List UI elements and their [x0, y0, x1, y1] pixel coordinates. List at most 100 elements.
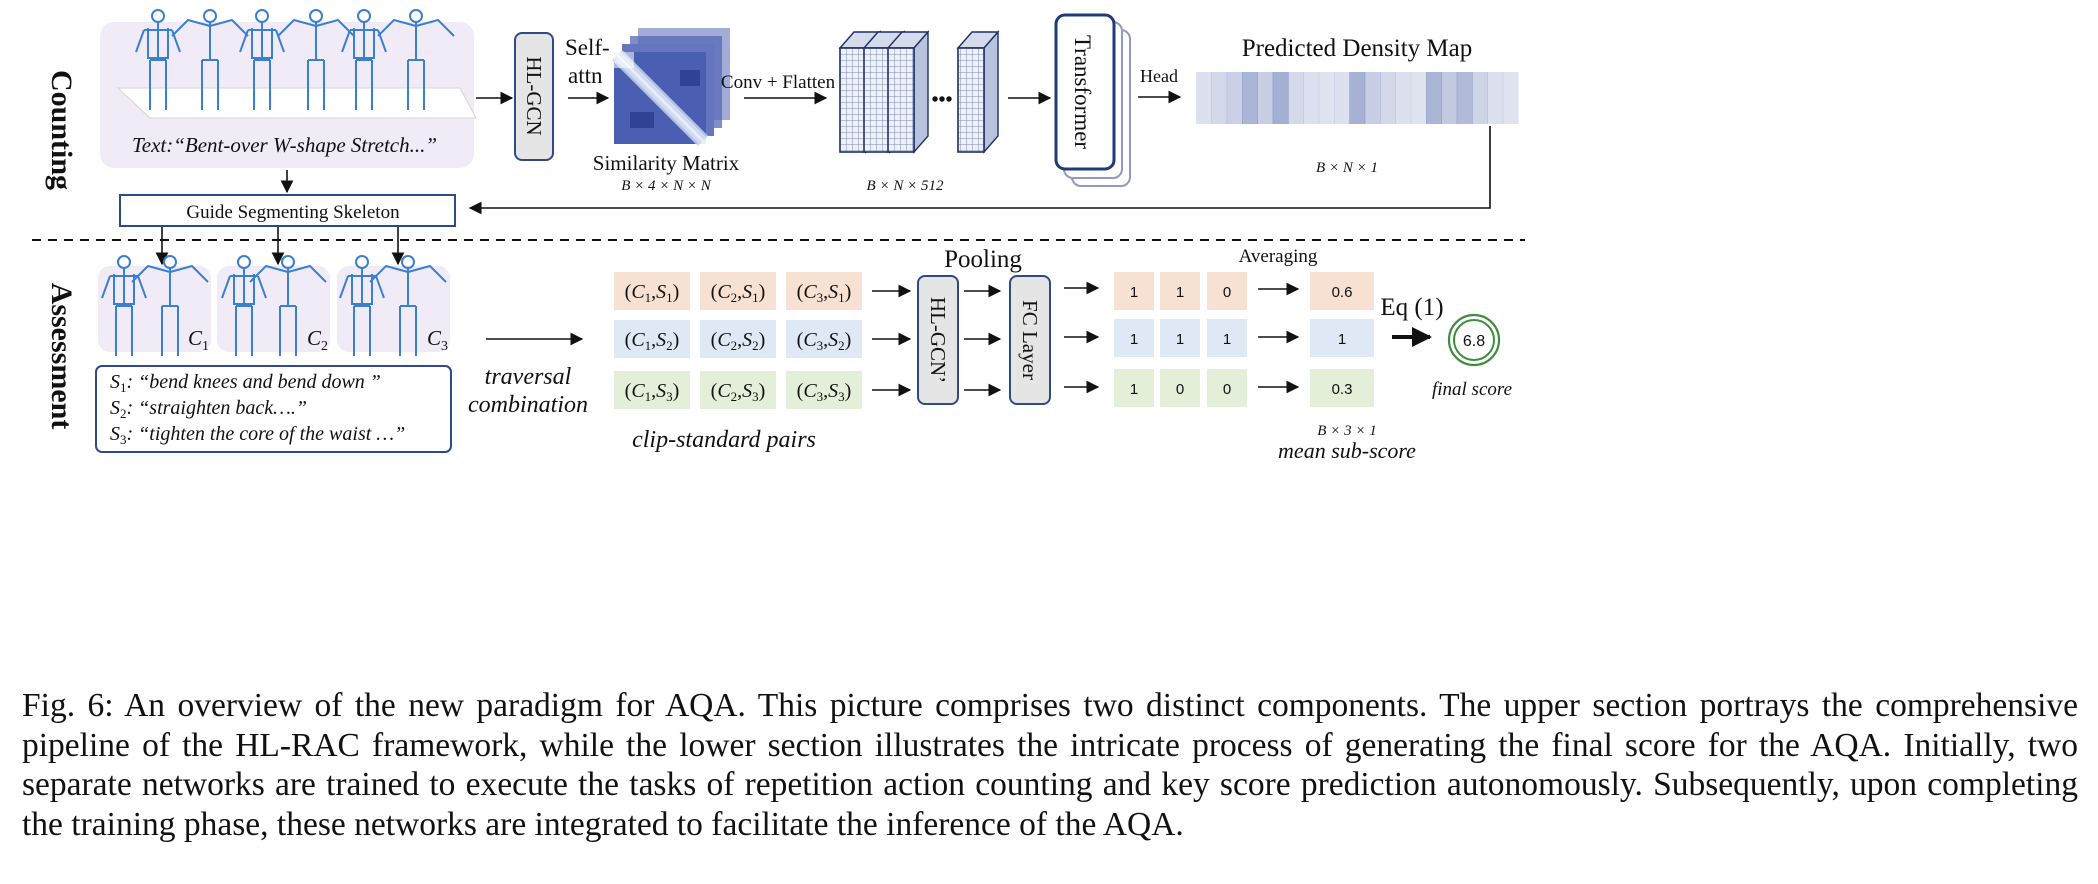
density-cell — [1272, 72, 1289, 124]
pair-cell — [786, 371, 862, 409]
density-cell — [1487, 72, 1504, 124]
clip-c2: C2 — [217, 255, 330, 357]
figure-caption: Fig. 6: An overview of the new paradigm … — [22, 687, 2078, 843]
final-score-value: 6.8 — [1463, 333, 1485, 350]
mean-score-cell — [1310, 369, 1374, 407]
self-attn-label-1: Self- — [565, 35, 610, 60]
similarity-label: Similarity Matrix — [593, 151, 740, 175]
feature-maps — [838, 30, 1000, 154]
binary-score-value: 0 — [1176, 381, 1184, 398]
density-cell — [1395, 72, 1412, 124]
similarity-dim: B × 4 × N × N — [621, 178, 712, 194]
density-cell — [1242, 72, 1258, 124]
traversal-label-2: combination — [468, 392, 588, 418]
pair-cell — [614, 320, 690, 358]
standard-s2-text: : “straighten back….” — [127, 397, 308, 419]
averaging-label: Averaging — [1239, 246, 1318, 267]
binary-score-cell — [1160, 272, 1200, 310]
clip-c1-sub: 1 — [202, 339, 209, 354]
density-title: Predicted Density Map — [1242, 35, 1473, 62]
standards-box: S1: “bend knees and bend down ” S2: “str… — [95, 365, 452, 453]
binary-score-value: 1 — [1176, 284, 1184, 301]
binary-score-cell — [1207, 319, 1247, 357]
density-cell — [1288, 72, 1304, 124]
self-attn-label-2: attn — [568, 63, 603, 88]
feature-ellipsis: ••• — [931, 89, 952, 111]
pair-cell — [700, 272, 776, 310]
density-cell — [1211, 72, 1228, 124]
binary-score-cell — [1207, 272, 1247, 310]
transformer-label: Transformer — [1070, 35, 1095, 149]
svg-text:C1: C1 — [188, 326, 209, 354]
pooling-label: Pooling — [944, 246, 1022, 273]
clip-c3-name: C — [427, 326, 442, 350]
similarity-matrix — [610, 28, 730, 148]
feature-dim: B × N × 512 — [867, 178, 944, 194]
binary-score-value: 1 — [1130, 381, 1138, 398]
svg-text:C2: C2 — [307, 326, 328, 354]
clip-c1: C1 — [98, 255, 211, 357]
binary-score-cell — [1114, 272, 1154, 310]
hlgcn-block: HL-GCN — [514, 32, 554, 161]
hlgcn2-block: HL-GCN’ — [917, 275, 959, 405]
text-prompt: Text:“Bent-over W-shape Stretch...” — [132, 133, 437, 157]
hlgcn-label: HL-GCN — [522, 56, 546, 135]
binary-score-value: 0 — [1223, 381, 1231, 398]
clip-standard-pairs-grid: (C1,S1)(C2,S1)(C3,S1)(C1,S2)(C2,S2)(C3,S… — [614, 272, 862, 409]
mean-score-value: 0.6 — [1332, 284, 1353, 301]
pair-label: (C2,S2) — [711, 329, 766, 353]
density-cell — [1502, 72, 1519, 124]
density-cell — [1303, 72, 1320, 124]
traversal-label-1: traversal — [485, 364, 572, 390]
density-cell — [1380, 72, 1396, 124]
standard-s3-text: : “tighten the core of the waist …” — [127, 423, 406, 445]
pair-label: (C1,S2) — [625, 329, 680, 353]
mean-score-cell — [1310, 272, 1374, 310]
pair-cell — [786, 272, 862, 310]
binary-score-cell — [1114, 369, 1154, 407]
density-cell — [1318, 72, 1335, 124]
hlgcn2-label: HL-GCN’ — [926, 297, 950, 383]
pair-label: (C3,S3) — [797, 380, 852, 404]
standard-s1-text: : “bend knees and bend down ” — [127, 371, 381, 393]
density-dim: B × N × 1 — [1316, 160, 1378, 176]
pair-label: (C2,S1) — [711, 281, 766, 305]
binary-score-cell — [1114, 319, 1154, 357]
binary-score-value: 1 — [1130, 331, 1138, 348]
density-cell — [1334, 72, 1350, 124]
final-score-badge: 6.8 — [1447, 313, 1501, 367]
aqa-diagram: Counting Text:“Bent-over W-shape Stretch… — [32, 9, 1525, 463]
density-cell — [1426, 72, 1442, 124]
standard-s1-name: S — [110, 371, 120, 393]
density-cell — [1196, 72, 1212, 124]
counting-section-label: Counting — [45, 70, 78, 190]
head-label: Head — [1140, 66, 1178, 86]
clip-c2-sub: 2 — [321, 339, 328, 354]
svg-text:C3: C3 — [427, 326, 448, 354]
standard-s2-sub: 2 — [120, 406, 127, 421]
pair-cell — [700, 320, 776, 358]
binary-score-value: 0 — [1223, 284, 1231, 301]
fc-arrows — [1064, 281, 1100, 394]
svg-text:S2: “straighten back….”: S2: “straighten back….” — [110, 397, 307, 421]
pair-label: (C2,S3) — [711, 380, 766, 404]
pair-label: (C1,S1) — [625, 281, 680, 305]
binary-score-value: 1 — [1176, 331, 1184, 348]
fc-layer-label: FC Layer — [1018, 300, 1042, 380]
density-cell — [1456, 72, 1473, 124]
density-cell — [1410, 72, 1427, 124]
pair-cell — [614, 371, 690, 409]
pair-label: (C3,S2) — [797, 329, 852, 353]
binary-score-cell — [1160, 369, 1200, 407]
clip-c3: C3 — [337, 255, 450, 357]
pair-cell — [614, 272, 690, 310]
standard-s1-sub: 1 — [120, 380, 127, 395]
binary-score-value: 1 — [1223, 331, 1231, 348]
binary-score-cell — [1160, 319, 1200, 357]
density-cell — [1472, 72, 1488, 124]
guide-box: Guide Segmenting Skeleton — [119, 194, 456, 227]
density-cell — [1257, 72, 1274, 124]
pairs-caption: clip-standard pairs — [632, 427, 816, 453]
pair-cell — [700, 371, 776, 409]
